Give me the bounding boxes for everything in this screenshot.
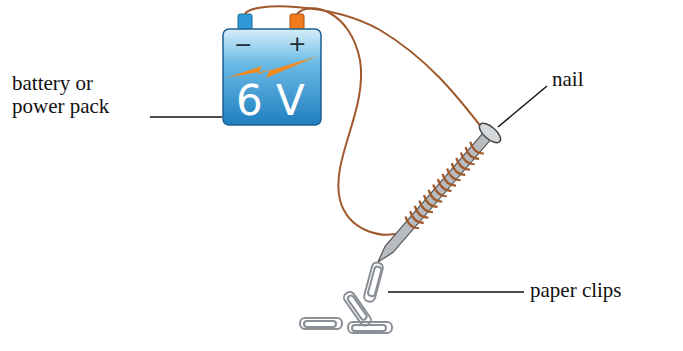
coil-winding xyxy=(433,184,447,196)
nail-head xyxy=(476,120,504,146)
lightning-bolt xyxy=(226,56,318,78)
part-label: nail xyxy=(550,68,586,91)
coil-winding xyxy=(466,147,480,159)
part-label: paper clips xyxy=(528,279,624,302)
coil xyxy=(406,142,484,228)
positive-terminal xyxy=(290,14,304,30)
coil-winding xyxy=(406,216,420,228)
coil-winding xyxy=(470,142,484,154)
voltage-label: 6 V xyxy=(236,80,305,122)
coil-winding xyxy=(456,158,470,170)
coil-winding xyxy=(429,190,443,202)
leader-line xyxy=(150,116,222,118)
part-label: battery or power pack xyxy=(10,72,142,118)
coil-winding xyxy=(415,206,429,218)
battery: − +6 V xyxy=(222,28,322,126)
coil-winding xyxy=(419,200,433,212)
leader-line xyxy=(498,86,547,127)
coil-winding xyxy=(424,195,438,207)
paper-clips xyxy=(300,261,392,333)
coil-winding xyxy=(442,174,456,186)
nail-shaft xyxy=(378,132,492,262)
coil-winding xyxy=(438,179,452,191)
terminal-sign: − xyxy=(234,34,252,56)
negative-terminal xyxy=(238,14,252,30)
coil-winding xyxy=(447,168,461,180)
leader-line xyxy=(388,291,524,293)
coil-winding xyxy=(452,163,466,175)
terminal-sign: + xyxy=(288,33,306,55)
coil-winding xyxy=(410,211,424,223)
coil-winding xyxy=(461,152,475,164)
